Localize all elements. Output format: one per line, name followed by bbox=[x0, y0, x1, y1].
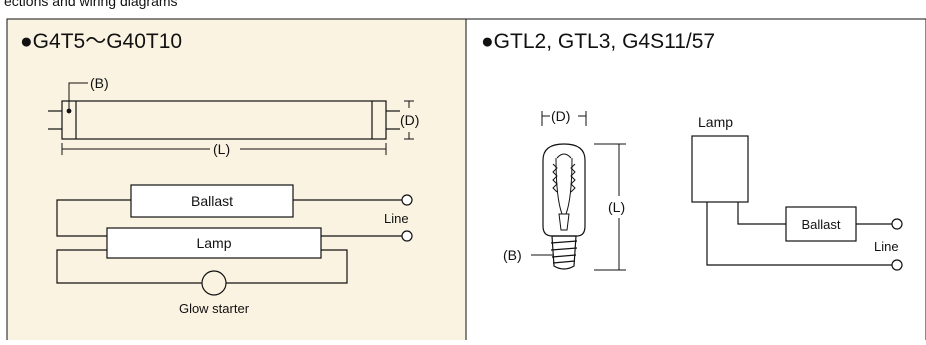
left-starter-label: Glow starter bbox=[179, 301, 250, 316]
left-dim-l-label: (L) bbox=[213, 141, 230, 157]
right-dim-l bbox=[594, 143, 626, 271]
right-dim-d-label: (D) bbox=[551, 108, 570, 124]
right-panel-title: ●GTL2, GTL3, G4S11/57 bbox=[481, 30, 715, 53]
right-dim-d bbox=[541, 111, 587, 126]
left-dim-b-label: (B) bbox=[90, 75, 109, 91]
right-lamp-label: Lamp bbox=[698, 114, 733, 130]
left-dim-l bbox=[61, 143, 387, 155]
right-wiring bbox=[691, 135, 903, 271]
left-dim-d bbox=[404, 100, 414, 140]
header-fragment: ections and wiring diagrams bbox=[4, 0, 178, 9]
left-panel bbox=[6, 18, 467, 345]
left-panel-title: ●G4T5～G40T10 bbox=[20, 30, 182, 53]
left-ballast-label: Ballast bbox=[191, 193, 233, 209]
germicidal-bulb bbox=[542, 143, 586, 270]
right-line-label: Line bbox=[874, 239, 899, 254]
left-dim-d-label: (D) bbox=[400, 112, 419, 128]
right-ballast-label: Ballast bbox=[801, 217, 840, 232]
left-dim-b bbox=[68, 82, 88, 110]
left-line-label: Line bbox=[384, 211, 409, 226]
left-lamp-label: Lamp bbox=[196, 235, 231, 251]
left-wiring bbox=[56, 184, 413, 296]
right-dim-l-label: (L) bbox=[608, 199, 625, 215]
right-dim-b-label: (B) bbox=[503, 247, 522, 263]
